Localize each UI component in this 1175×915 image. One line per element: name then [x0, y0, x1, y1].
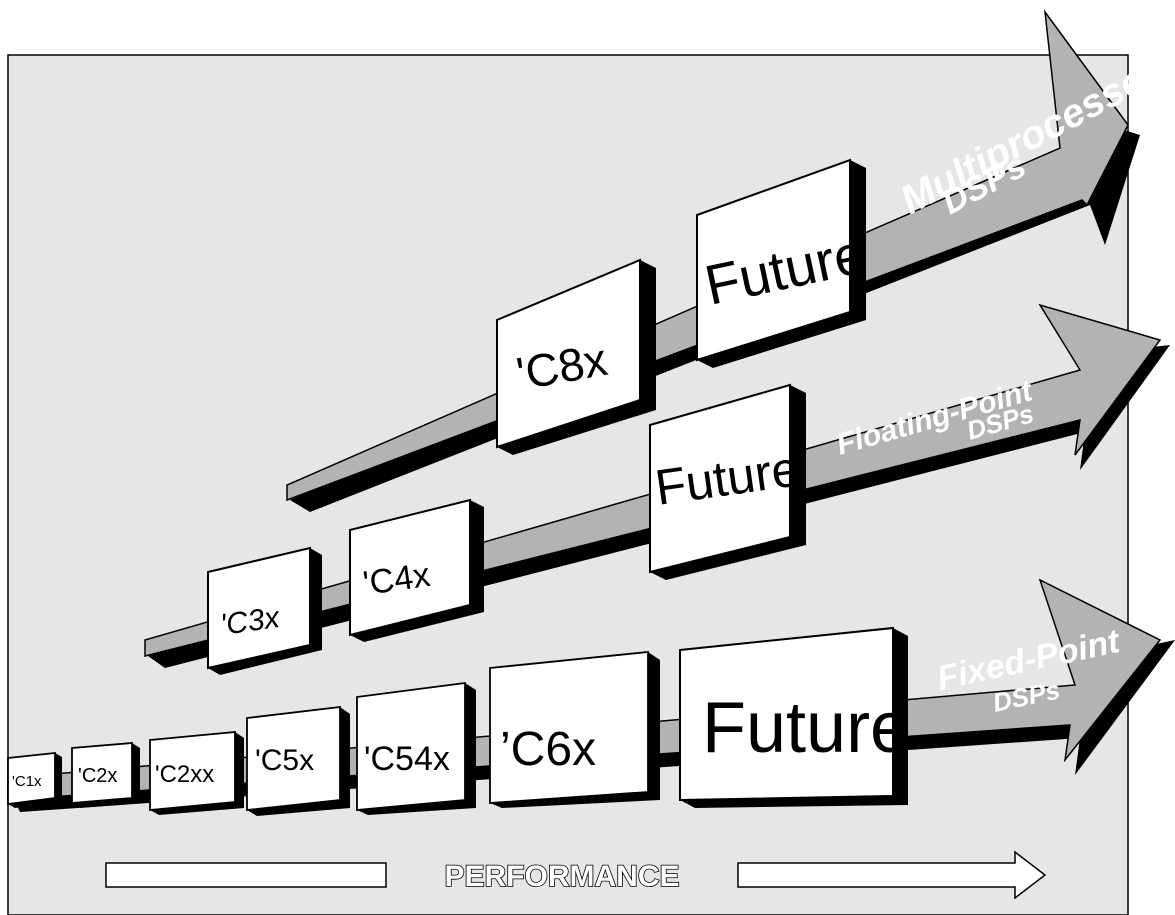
chip-future-multi: Future — [696, 158, 871, 368]
chip-c5x: 'C5x — [246, 705, 350, 816]
performance-indicator: PERFORMANCE — [105, 850, 1047, 900]
chip-c2xx-label: 'C2xx — [155, 761, 214, 788]
chip-c54x-label: 'C54x — [364, 740, 450, 778]
chip-future-float: Future — [649, 383, 806, 580]
chip-c2xx: 'C2xx — [149, 731, 244, 815]
chip-c2x-label: 'C2x — [78, 765, 117, 787]
chip-c1x-label: 'C1x — [12, 773, 42, 790]
performance-arrow-right — [737, 850, 1047, 900]
chip-future-fixed-label: Future — [702, 688, 910, 768]
chip-c54x: 'C54x — [356, 681, 476, 815]
chip-c5x-label: 'C5x — [255, 744, 314, 777]
chip-c6x-label: ’C6x — [500, 723, 596, 776]
chip-c8x: 'C8x — [496, 258, 656, 455]
chip-c1x: 'C1x — [7, 751, 62, 808]
chip-c6x: ’C6x — [489, 651, 660, 808]
chip-c4x-label: 'C4x — [361, 556, 433, 603]
performance-label: PERFORMANCE — [444, 860, 679, 893]
chip-c3x: 'C3x — [207, 546, 322, 675]
multiprocessor-arrow — [286, 9, 1129, 502]
chip-future-fixed: Future — [679, 626, 910, 808]
performance-bar-left — [105, 862, 387, 888]
chip-c4x: 'C4x — [349, 498, 484, 642]
chip-c2x: 'C2x — [71, 742, 140, 808]
